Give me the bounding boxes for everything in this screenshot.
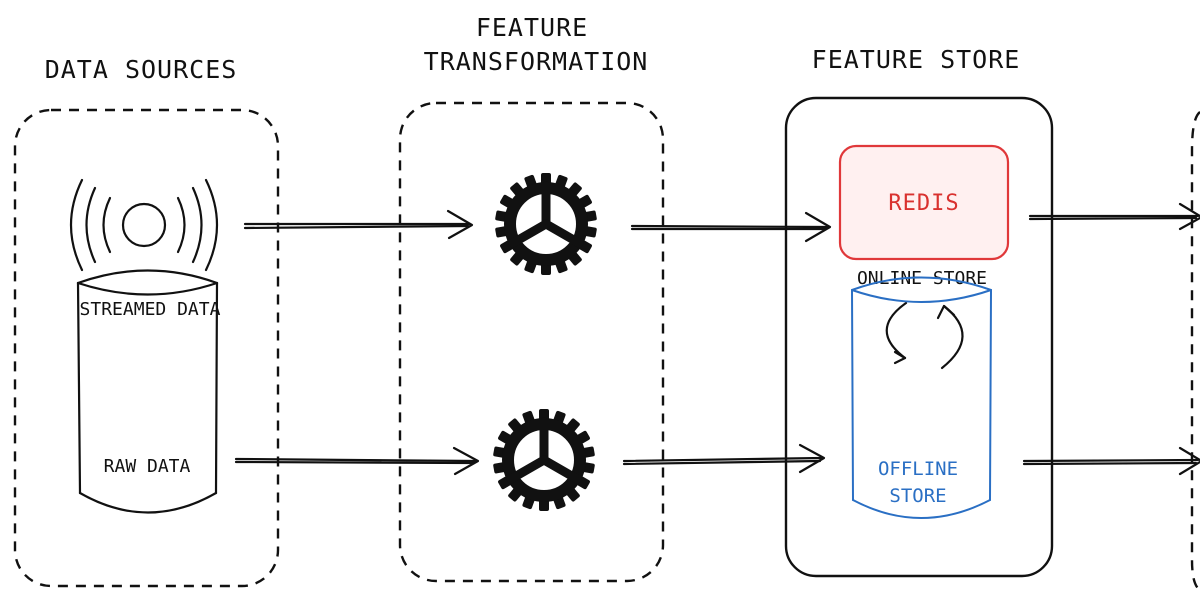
- raw-data-label: RAW DATA: [104, 456, 191, 477]
- gear-tooth: [539, 409, 549, 421]
- arrow-transform-to-offline: [622, 443, 826, 474]
- gear-icon: [495, 173, 597, 275]
- redis-label: REDIS: [888, 191, 959, 216]
- database-cylinder-icon: [76, 269, 219, 514]
- streamed-data-label: STREAMED DATA: [80, 299, 221, 320]
- serving-container-partial: [1190, 111, 1200, 592]
- data-sources-container: [13, 108, 280, 588]
- arrow-redis-to-serving: [1028, 202, 1200, 231]
- gear-tooth: [539, 499, 549, 511]
- feature-store-container: [784, 96, 1054, 578]
- feature-transformation-container: [398, 101, 665, 583]
- sync-arrows-icon: [885, 301, 964, 370]
- arrow-stream-to-transform: [243, 209, 474, 240]
- arrow-transform-to-redis: [630, 211, 832, 243]
- gear-tooth: [541, 173, 551, 185]
- offline-store-cylinder-icon: [851, 276, 992, 519]
- heading-feature-transformation-line2: TRANSFORMATION: [424, 47, 649, 76]
- broadcast-signal-icon: [69, 178, 219, 272]
- gear-tooth: [541, 263, 551, 275]
- heading-feature-transformation-line1: FEATURE: [476, 13, 588, 42]
- gear-icon: [493, 409, 595, 511]
- offline-store-label-line2: STORE: [889, 485, 946, 507]
- arrow-raw-to-transform: [234, 446, 480, 476]
- heading-data-sources: DATA SOURCES: [45, 55, 238, 84]
- heading-feature-store: FEATURE STORE: [812, 45, 1021, 74]
- arrow-offline-to-serving: [1022, 446, 1200, 476]
- redis-box: [838, 144, 1010, 261]
- offline-store-label-line1: OFFLINE: [878, 458, 958, 480]
